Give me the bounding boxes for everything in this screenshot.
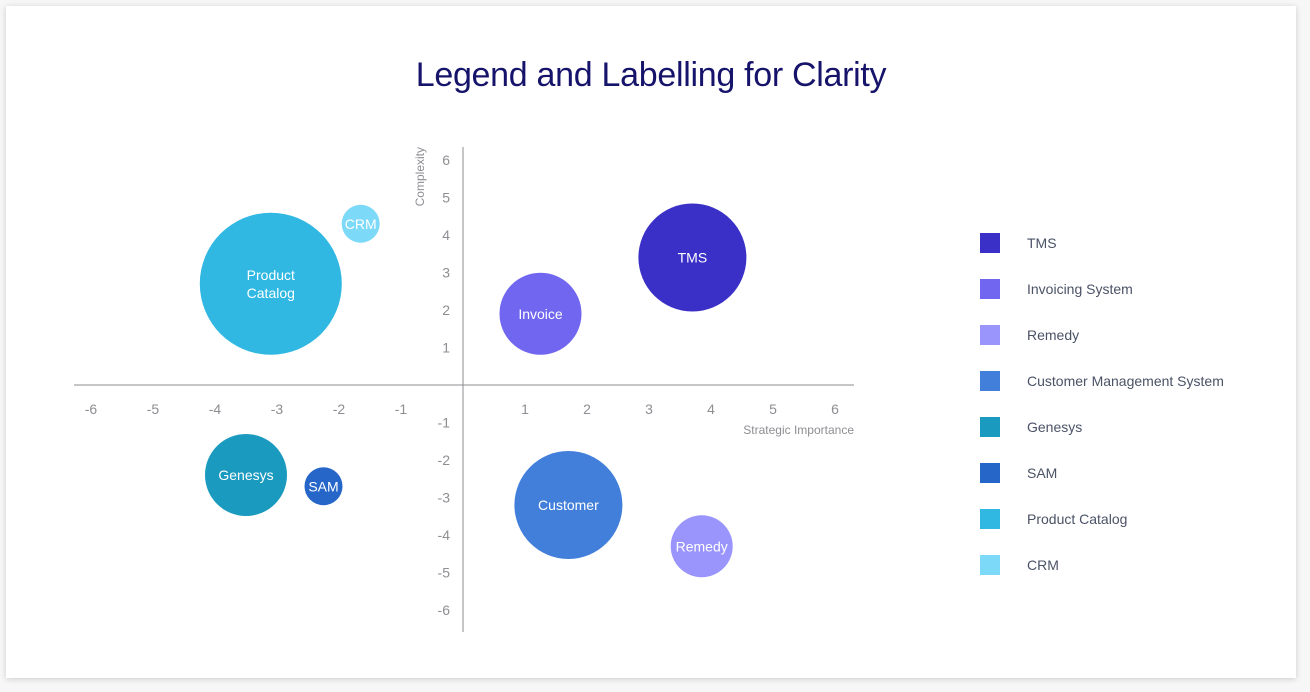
legend-item: Remedy	[980, 312, 1224, 358]
legend-label: SAM	[1027, 465, 1058, 481]
bubble-sam	[304, 467, 343, 506]
bubble-invoicing-system	[499, 272, 582, 355]
y-tick-label: 3	[442, 265, 450, 281]
bubble-label: Genesys	[218, 467, 273, 483]
bubble-tms	[638, 203, 747, 312]
legend-swatch	[980, 371, 1000, 391]
y-tick-label: 5	[442, 190, 450, 206]
y-tick-label: -3	[438, 490, 451, 506]
x-tick-label: -5	[147, 401, 160, 417]
x-tick-label: -4	[209, 401, 222, 417]
legend-item: Invoicing System	[980, 266, 1224, 312]
bubble-label: Customer	[538, 497, 599, 513]
legend-label: Remedy	[1027, 327, 1080, 343]
y-tick-label: 4	[442, 227, 450, 243]
x-tick-label: 6	[831, 401, 839, 417]
legend-swatch	[980, 233, 1000, 253]
chart-title: Legend and Labelling for Clarity	[415, 56, 887, 94]
legend-swatch	[980, 463, 1000, 483]
legend-swatch	[980, 279, 1000, 299]
bubble-genesys	[205, 434, 287, 516]
x-tick-label: 5	[769, 401, 777, 417]
legend-item: Customer Management System	[980, 358, 1224, 404]
x-tick-label: 1	[521, 401, 529, 417]
x-tick-label: -1	[395, 401, 408, 417]
legend-item: CRM	[980, 542, 1224, 588]
legend-label: TMS	[1027, 235, 1057, 251]
legend-label: CRM	[1027, 557, 1059, 573]
legend-label: Product Catalog	[1027, 511, 1128, 527]
legend-item: Genesys	[980, 404, 1224, 450]
y-tick-label: -4	[438, 527, 451, 543]
x-tick-label: -3	[271, 401, 284, 417]
bubble-remedy	[670, 515, 733, 578]
legend-item: Product Catalog	[980, 496, 1224, 542]
y-tick-label: 1	[442, 340, 450, 356]
y-tick-label: -5	[438, 565, 451, 581]
y-tick-label: 2	[442, 302, 450, 318]
y-tick-label: -6	[438, 602, 451, 618]
y-tick-label: -1	[438, 415, 451, 431]
legend-item: SAM	[980, 450, 1224, 496]
bubble-label: CRM	[345, 216, 377, 232]
legend-label: Customer Management System	[1027, 373, 1224, 389]
bubble-customer-management-system	[514, 451, 623, 559]
bubble-crm	[341, 204, 380, 243]
legend-label: Genesys	[1027, 419, 1083, 435]
x-tick-label: 4	[707, 401, 715, 417]
y-tick-label: 6	[442, 152, 450, 168]
bubble-product-catalog	[199, 212, 342, 355]
legend-swatch	[980, 509, 1000, 529]
x-tick-label: 2	[583, 401, 591, 417]
legend-swatch	[980, 417, 1000, 437]
x-axis-label: Strategic Importance	[743, 423, 854, 437]
legend-swatch	[980, 555, 1000, 575]
y-tick-label: -2	[438, 452, 451, 468]
legend-swatch	[980, 325, 1000, 345]
chart-card	[6, 6, 1296, 678]
legend-label: Invoicing System	[1027, 281, 1133, 297]
bubble-label: Invoice	[518, 306, 563, 322]
y-axis-label: Complexity	[413, 147, 427, 206]
bubble-label: TMS	[678, 250, 708, 266]
legend-item: TMS	[980, 220, 1224, 266]
x-tick-label: -6	[85, 401, 98, 417]
bubble-label: Remedy	[676, 538, 728, 554]
bubble-label: SAM	[308, 478, 338, 494]
x-tick-label: -2	[333, 401, 346, 417]
x-tick-label: 3	[645, 401, 653, 417]
